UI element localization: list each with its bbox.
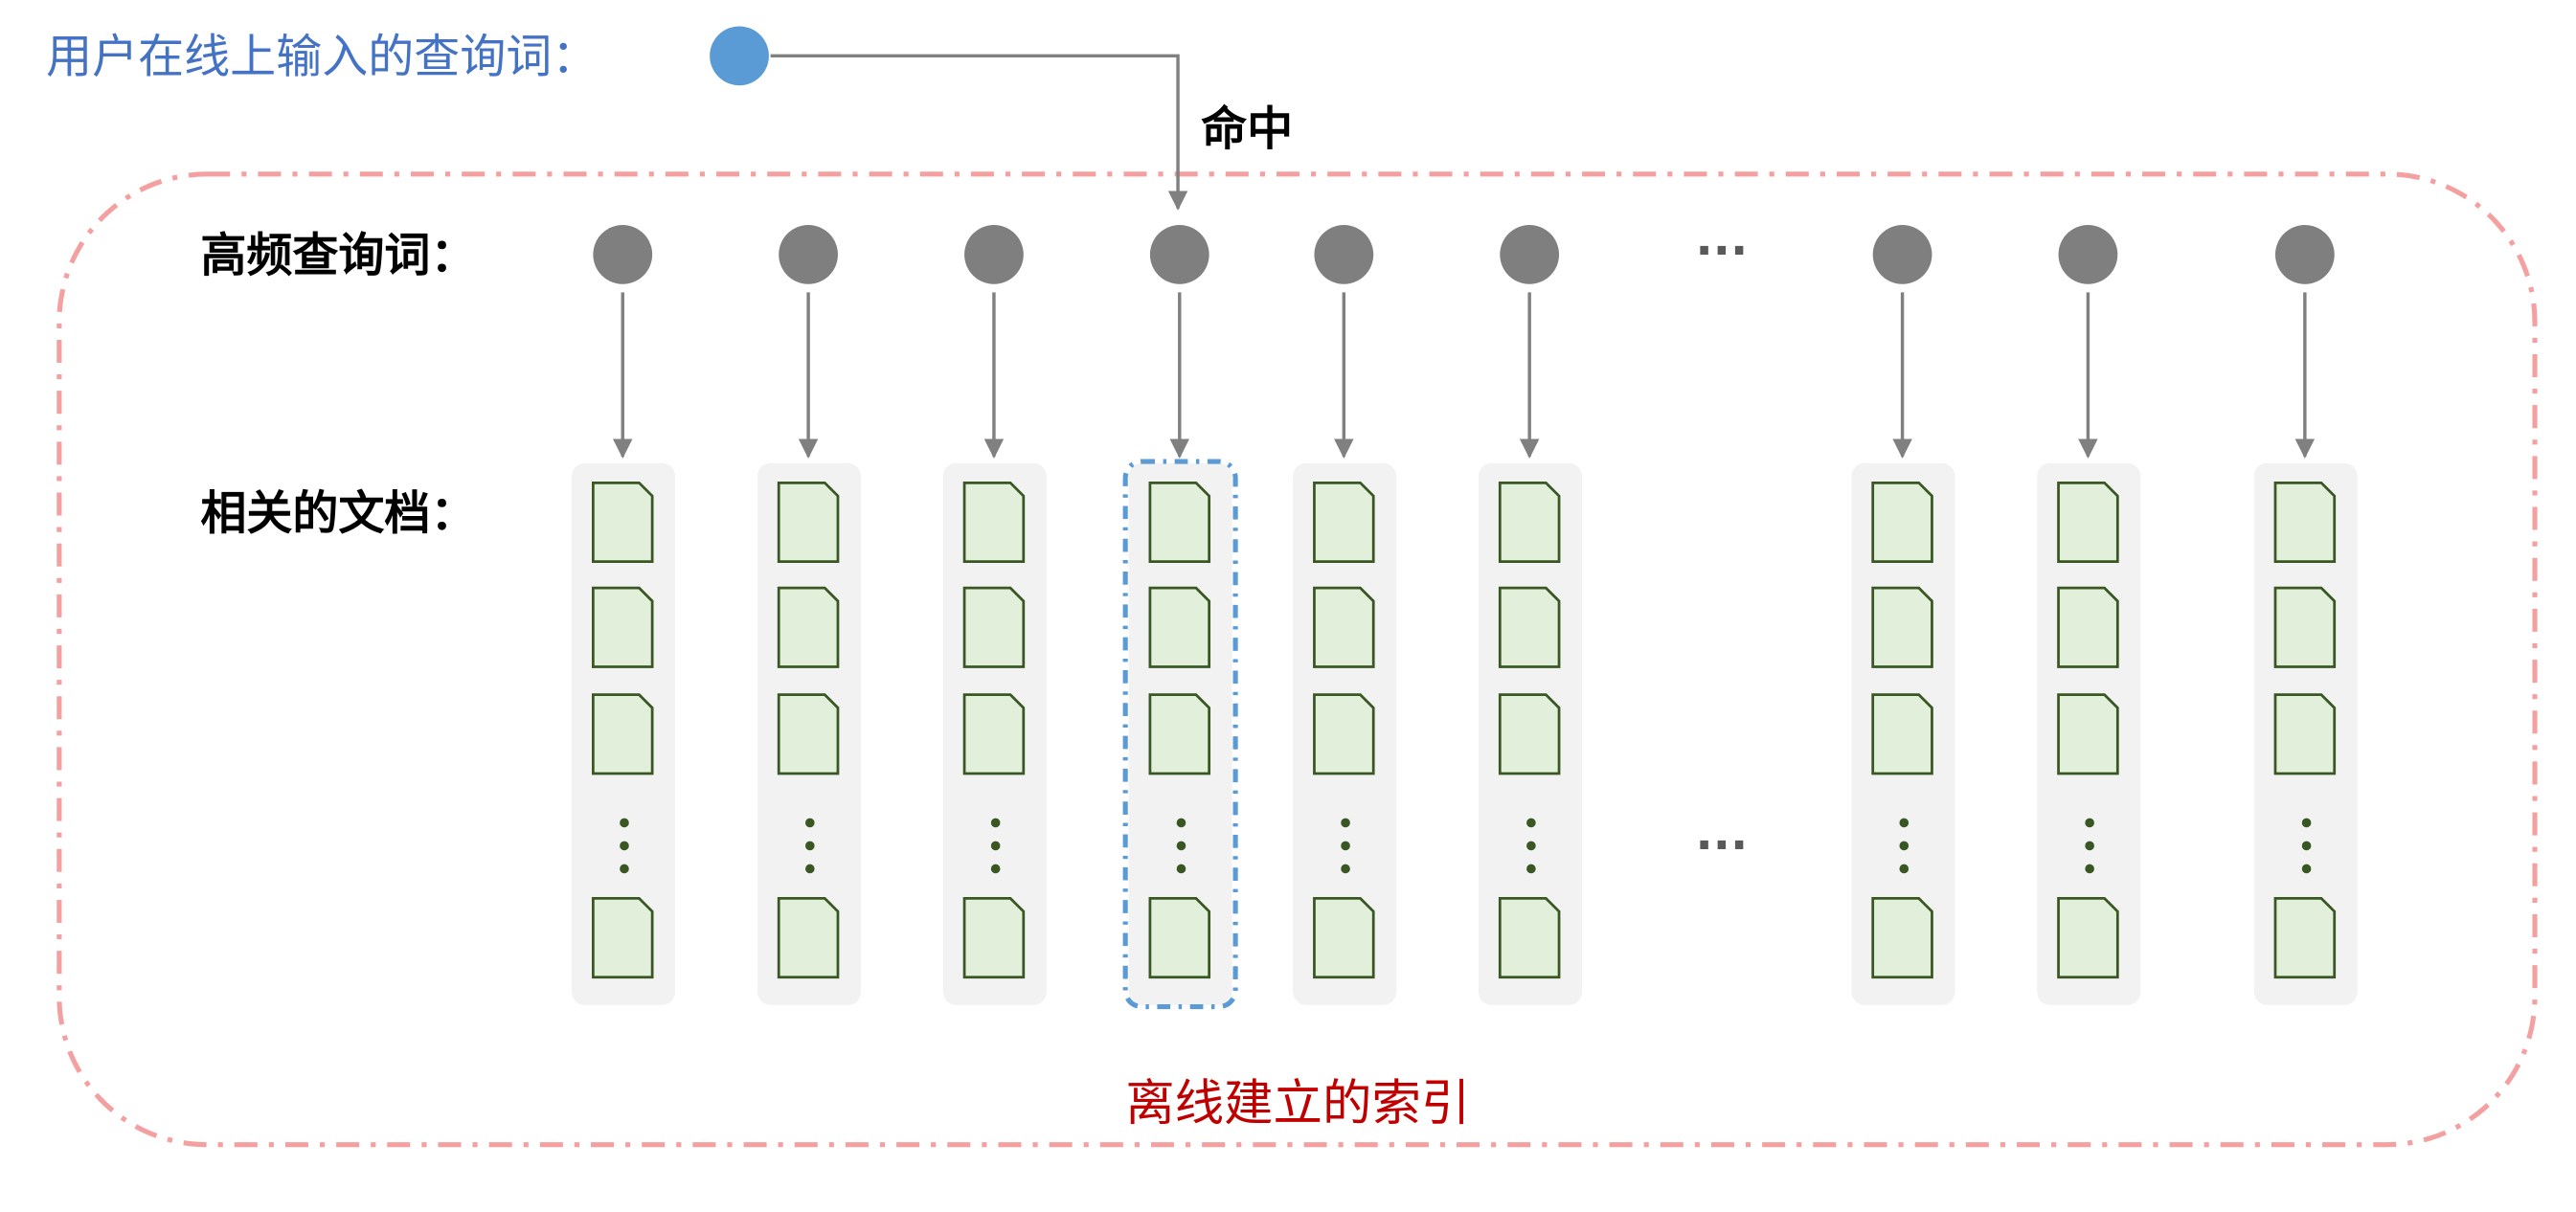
high-freq-query-node: [2058, 225, 2118, 284]
vertical-ellipsis-dot: [1176, 864, 1186, 874]
document-icon: [1313, 693, 1375, 775]
related-docs-label: 相关的文档：: [200, 486, 476, 540]
user-query-label: 用户在线上输入的查询词：: [46, 30, 598, 83]
document-icon: [2273, 896, 2337, 979]
vertical-ellipsis-dot: [1341, 841, 1350, 851]
vertical-ellipsis-dot: [1899, 841, 1909, 851]
index-column-group: [1478, 225, 1583, 1005]
document-icon: [1313, 896, 1375, 979]
index-column-group: [1851, 225, 1955, 1005]
offline-index-label: 离线建立的索引: [1125, 1075, 1470, 1133]
index-column-group: [2037, 225, 2141, 1005]
document-icon: [777, 481, 840, 564]
high-freq-query-node: [593, 225, 653, 284]
document-icon: [777, 896, 840, 979]
high-freq-query-node: [2274, 225, 2335, 284]
index-column-group: [1128, 225, 1232, 1005]
vertical-ellipsis-dot: [1899, 818, 1909, 828]
document-icon: [2273, 693, 2337, 775]
document-icon: [1313, 586, 1375, 668]
document-icon: [2057, 481, 2119, 564]
docs-row-ellipsis: ···: [1696, 819, 1749, 872]
document-icon: [2057, 586, 2119, 668]
index-column-group: [757, 225, 861, 1005]
document-icon: [1871, 693, 1933, 775]
document-icon: [1498, 693, 1561, 775]
query-row-ellipsis: ···: [1696, 224, 1749, 278]
document-icon: [591, 896, 654, 979]
offline-index-boundary: [56, 171, 2538, 1148]
hit-column-highlight: [1122, 459, 1238, 1010]
vertical-ellipsis-dot: [1341, 818, 1350, 828]
document-icon: [777, 586, 840, 668]
high-freq-query-node: [1872, 225, 1932, 284]
document-icon: [2273, 586, 2337, 668]
vertical-ellipsis-dot: [1176, 841, 1186, 851]
vertical-ellipsis-dot: [2085, 818, 2094, 828]
index-column-group: [572, 225, 676, 1005]
vertical-ellipsis-dot: [1526, 841, 1536, 851]
vertical-ellipsis-dot: [620, 864, 629, 874]
high-freq-query-node: [1500, 225, 1560, 284]
hit-label: 命中: [1201, 102, 1293, 156]
vertical-ellipsis-dot: [2301, 864, 2312, 874]
vertical-ellipsis-dot: [620, 841, 629, 851]
vertical-ellipsis-dot: [1899, 864, 1909, 874]
document-icon: [1498, 586, 1561, 668]
high-freq-query-label: 高频查询词：: [200, 229, 476, 282]
vertical-ellipsis-dot: [805, 864, 815, 874]
document-icon: [2057, 693, 2119, 775]
document-icon: [1148, 481, 1211, 564]
document-icon: [591, 693, 654, 775]
document-icon: [777, 693, 840, 775]
document-icon: [962, 896, 1026, 979]
high-freq-query-node: [964, 225, 1024, 284]
document-icon: [1871, 896, 1933, 979]
document-icon: [1871, 586, 1933, 668]
vertical-ellipsis-dot: [2301, 818, 2312, 828]
vertical-ellipsis-dot: [620, 818, 629, 828]
document-icon: [1148, 586, 1211, 668]
vertical-ellipsis-dot: [990, 841, 1001, 851]
index-column-group: [942, 225, 1047, 1005]
index-column-group: [2253, 225, 2358, 1005]
hit-connector-arrow: [770, 54, 1188, 211]
document-icon: [962, 481, 1026, 564]
vertical-ellipsis-dot: [805, 841, 815, 851]
document-icon: [1313, 481, 1375, 564]
high-freq-query-node: [1314, 225, 1374, 284]
document-icon: [1871, 481, 1933, 564]
vertical-ellipsis-dot: [1176, 818, 1186, 828]
vertical-ellipsis-dot: [1526, 864, 1536, 874]
document-icon: [591, 481, 654, 564]
vertical-ellipsis-dot: [1341, 864, 1350, 874]
document-icon: [1148, 896, 1211, 979]
high-freq-query-node: [779, 225, 838, 284]
document-icon: [591, 586, 654, 668]
vertical-ellipsis-dot: [990, 818, 1001, 828]
vertical-ellipsis-dot: [1526, 818, 1536, 828]
document-icon: [1498, 896, 1561, 979]
vertical-ellipsis-dot: [2301, 841, 2312, 851]
index-column-group: [1293, 225, 1397, 1005]
document-icon: [2273, 481, 2337, 564]
vertical-ellipsis-dot: [2085, 841, 2094, 851]
vertical-ellipsis-dot: [990, 864, 1001, 874]
document-icon: [962, 693, 1026, 775]
index-columns: [572, 225, 2358, 1005]
user-query-node: [710, 26, 769, 86]
document-icon: [2057, 896, 2119, 979]
vertical-ellipsis-dot: [805, 818, 815, 828]
document-icon: [1148, 693, 1211, 775]
document-icon: [1498, 481, 1561, 564]
document-icon: [962, 586, 1026, 668]
vertical-ellipsis-dot: [2085, 864, 2094, 874]
high-freq-query-node: [1149, 225, 1209, 284]
